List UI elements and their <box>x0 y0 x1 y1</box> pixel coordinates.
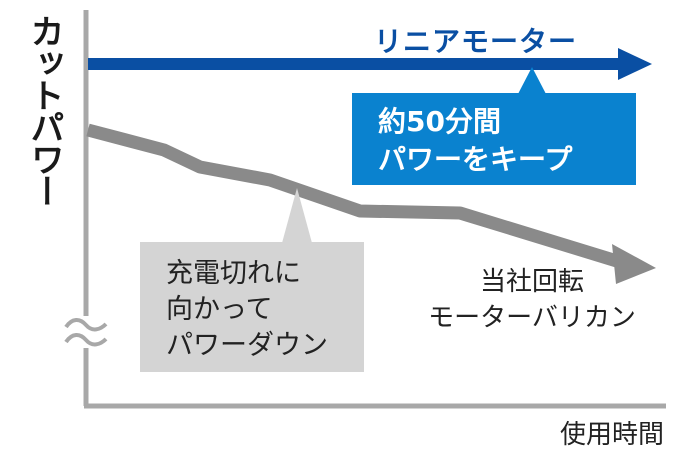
callout-line: パワーをキープ <box>378 143 573 176</box>
y-axis-label: カットパワー <box>24 14 64 206</box>
blue-callout-pointer <box>518 67 546 94</box>
callout-line: 向かって <box>166 294 273 325</box>
rotary-motor-label: 当社回転 モーターバリカン <box>392 264 672 336</box>
power-down-callout: 充電切れに 向かって パワーダウン <box>140 242 364 372</box>
axes <box>64 10 666 409</box>
linear-motor-arrow <box>88 48 652 80</box>
keep-power-callout: 約50分間 パワーをキープ <box>352 93 636 185</box>
callout-line: 約50分間 <box>378 105 501 138</box>
linear-motor-label: リニアモーター <box>374 25 578 58</box>
gray-callout-pointer <box>282 188 312 243</box>
x-axis-label: 使用時間 <box>559 420 664 450</box>
rotary-motor-line <box>86 123 656 284</box>
rotary-label-line: 当社回転 <box>479 267 584 297</box>
callout-line: 充電切れに <box>166 258 301 289</box>
rotary-label-line: モーターバリカン <box>428 303 636 333</box>
callout-line: パワーダウン <box>166 330 328 361</box>
